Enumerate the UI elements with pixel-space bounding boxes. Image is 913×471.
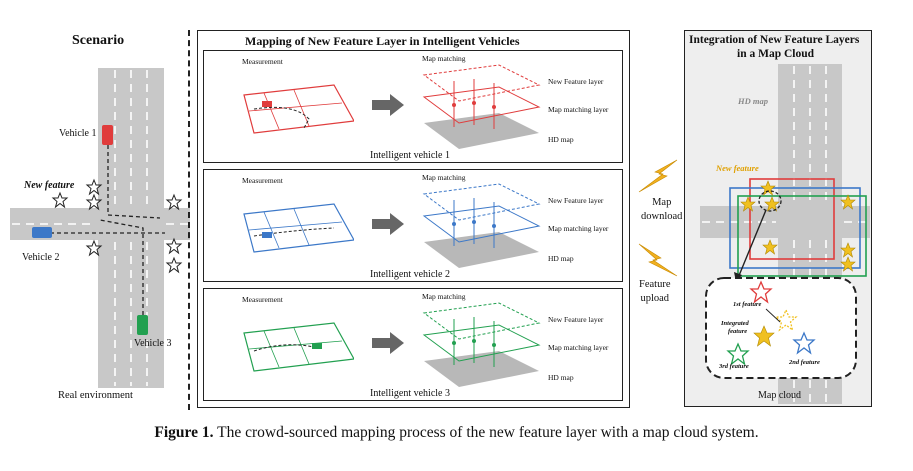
vehicle3-label: Vehicle 3 — [134, 338, 172, 349]
panel-caption: Intelligent vehicle 1 — [370, 150, 450, 161]
layer-stack-icon — [422, 302, 541, 387]
measurement-map-icon — [243, 322, 354, 372]
feature-upload-label: Feature upload — [639, 279, 671, 304]
layer-stack-icon — [422, 64, 541, 149]
figure-caption: Figure 1. The crowd-sourced mapping proc… — [0, 424, 913, 442]
vehicle2-panel: Measurement Map matching New Feature lay… — [203, 169, 623, 282]
measurement-label: Measurement — [242, 295, 283, 304]
arrow-right-icon — [372, 213, 404, 235]
integrated-label-line2: feature — [728, 328, 748, 335]
third-feature-label: 3rd feature — [719, 363, 749, 370]
scenario-road-map — [10, 68, 190, 388]
mapping-title: Mapping of New Feature Layer in Intellig… — [245, 34, 520, 48]
new-feature-layer-label: New Feature layer — [548, 77, 604, 86]
hd-map-label: HD map — [548, 135, 574, 144]
vehicle1-label: Vehicle 1 — [59, 128, 97, 139]
map-matching-label: Map matching — [422, 292, 466, 301]
vehicle2-car-icon — [32, 227, 52, 238]
cloud-road-map — [700, 64, 870, 404]
scenario-title: Scenario — [72, 33, 125, 48]
measurement-map-icon — [243, 203, 354, 253]
download-lightning-icon — [638, 159, 678, 193]
vehicle1-panel: Measurement Map matching New Feature lay… — [203, 50, 623, 163]
new-feature-layer-label: New Feature layer — [548, 315, 604, 324]
vehicle1-car-icon — [102, 125, 113, 145]
cloud-footer: Map cloud — [758, 390, 802, 401]
matching-layer-label: Map matching layer — [548, 343, 609, 352]
upload-lightning-icon — [638, 243, 678, 277]
integrated-label-line1: Integrated — [721, 320, 749, 327]
figure-caption-text: The crowd-sourced mapping process of the… — [213, 424, 759, 441]
second-feature-label: 2nd feature — [789, 359, 820, 366]
scenario-footer: Real environment — [58, 390, 133, 401]
cloud-hd-map-label: HD map — [738, 96, 768, 106]
vehicle3-car-icon — [137, 315, 148, 335]
new-feature-layer-label: New Feature layer — [548, 196, 604, 205]
hd-map-label: HD map — [548, 373, 574, 382]
layer-stack-icon — [422, 183, 541, 268]
cloud-new-feature-label: New feature — [716, 163, 759, 173]
cloud-title-line1: Integration of New Feature Layers — [689, 34, 860, 46]
first-feature-label: 1st feature — [733, 301, 762, 308]
cloud-title-line2: in a Map Cloud — [737, 48, 815, 60]
figure-label: Figure 1. — [154, 424, 214, 441]
panel-caption: Intelligent vehicle 2 — [370, 269, 450, 280]
hd-map-label: HD map — [548, 254, 574, 263]
new-feature-label: New feature — [24, 180, 75, 191]
matching-layer-label: Map matching layer — [548, 224, 609, 233]
map-matching-label: Map matching — [422, 173, 466, 182]
panel-caption: Intelligent vehicle 3 — [370, 388, 450, 399]
map-download-label: Map download — [641, 197, 683, 222]
matching-layer-label: Map matching layer — [548, 105, 609, 114]
measurement-label: Measurement — [242, 176, 283, 185]
scenario-separator — [188, 30, 190, 410]
vehicle2-label: Vehicle 2 — [22, 252, 60, 263]
measurement-map-icon — [243, 84, 354, 134]
arrow-right-icon — [372, 94, 404, 116]
vehicle3-panel: Measurement Map matching New Feature lay… — [203, 288, 623, 401]
mapping-frame — [197, 30, 630, 408]
arrow-right-icon — [372, 332, 404, 354]
map-matching-label: Map matching — [422, 54, 466, 63]
measurement-label: Measurement — [242, 57, 283, 66]
